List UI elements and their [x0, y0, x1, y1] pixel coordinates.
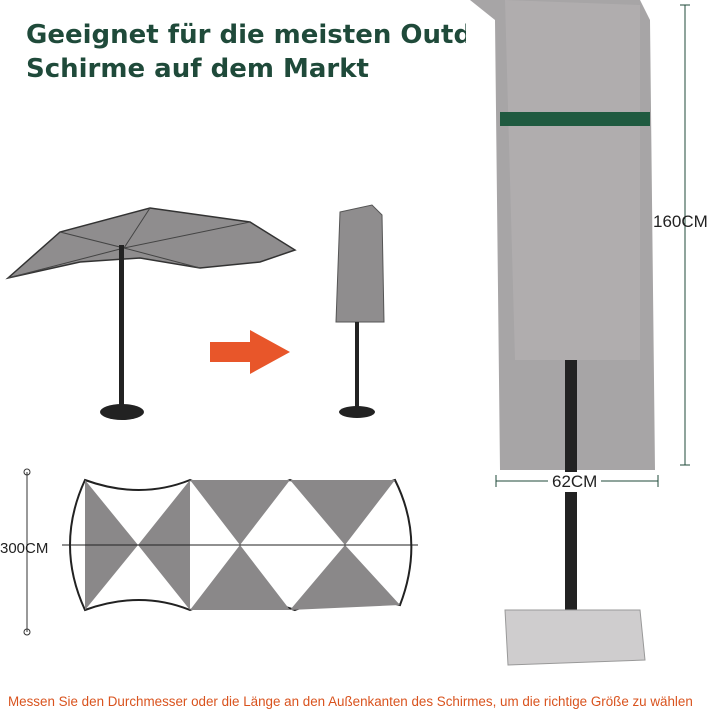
umbrella-cover-image	[470, 0, 655, 666]
height-label: 160CM	[653, 212, 708, 231]
headline-line2: Schirme auf dem Markt	[26, 54, 369, 84]
headline-line1: Geeignet für die meisten Outdoor	[26, 20, 466, 50]
open-umbrella-image	[5, 207, 297, 420]
closed-umbrella-image	[335, 204, 385, 418]
diameter-label: 300CM	[0, 540, 49, 557]
arrow-icon	[210, 330, 290, 374]
umbrella-top-view	[62, 478, 418, 612]
headline: Geeignet für die meisten Outdoor Schirme…	[26, 18, 466, 86]
footer-note: Messen Sie den Durchmesser oder die Läng…	[8, 694, 693, 709]
width-label: 62CM	[548, 472, 602, 492]
